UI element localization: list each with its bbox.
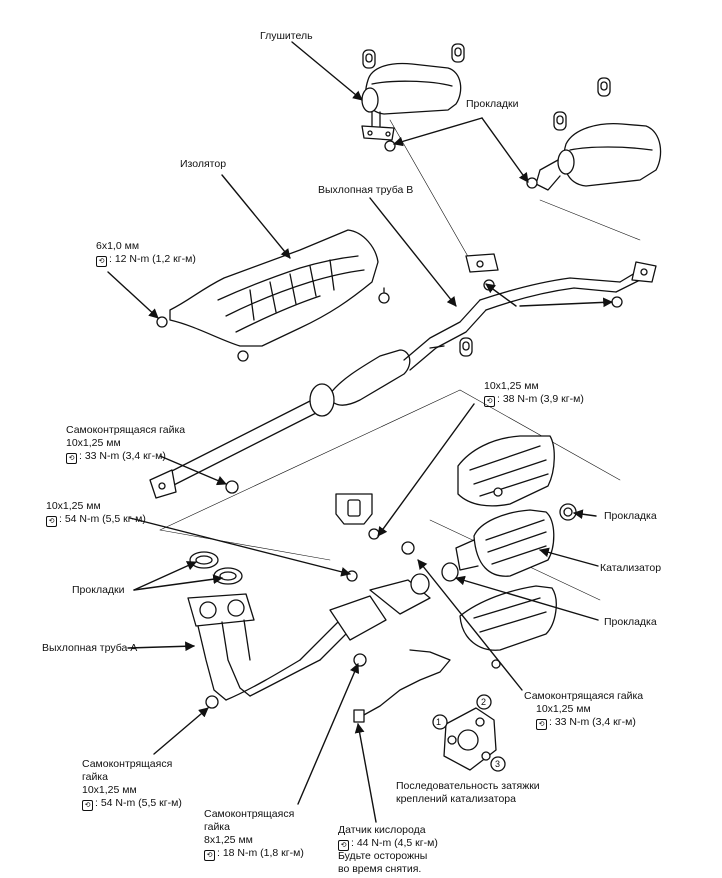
muffler-top <box>361 62 462 141</box>
torque-wrench-icon: ⟲ <box>536 719 547 730</box>
pipe-b-nut-torque-line: ⟲: 33 N-m (3,4 кг-м) <box>66 450 166 464</box>
manifold-bolt-torque-line: ⟲: 54 N-m (5,5 кг-м) <box>46 513 146 527</box>
seq-title-1: Последовательность затяжки <box>396 780 540 792</box>
torque-wrench-icon: ⟲ <box>338 840 349 851</box>
label-exhaust-pipe-b: Выхлопная труба В <box>318 184 414 196</box>
o2-note-2: во время снятия. <box>338 863 422 875</box>
muffler-hangers <box>362 43 611 357</box>
nut-b-title-2: гайка <box>204 821 230 833</box>
heat-shield-upper <box>457 435 555 507</box>
seq-number-2: 2 <box>481 697 487 707</box>
heatshield-bolt-size: 10x1,25 мм <box>484 380 539 392</box>
o2-note-1: Будьте осторожны <box>338 850 428 862</box>
nut-a-title-1: Самоконтрящаяся <box>82 758 173 770</box>
label-exhaust-pipe-a: Выхлопная труба А <box>42 642 138 654</box>
insulator-bolt-torque-line: ⟲: 12 N-m (1,2 кг-м) <box>96 253 196 267</box>
nut-b-title-1: Самоконтрящаяся <box>204 808 295 820</box>
heat-shield-lower <box>459 585 557 669</box>
pipe-b-nut-title: Самоконтрящаяся гайка <box>66 424 186 436</box>
seq-number-3: 3 <box>495 759 501 769</box>
nut-a-size: 10x1,25 мм <box>82 784 137 796</box>
catalytic-converter <box>401 503 577 582</box>
nut-a-title-2: гайка <box>82 771 108 783</box>
manifold-bolt-size: 10x1,25 мм <box>46 500 101 512</box>
label-gasket-right-2: Прокладка <box>604 616 657 628</box>
label-insulator: Изолятор <box>180 158 227 170</box>
nut-b-torque-line: ⟲: 18 N-m (1,8 кг-м) <box>204 847 304 861</box>
label-gasket-right: Прокладка <box>604 510 657 522</box>
tightening-sequence <box>432 694 506 772</box>
muffler-right <box>384 122 662 191</box>
oxygen-sensor <box>353 649 451 723</box>
leader-arrows <box>107 41 613 823</box>
torque-wrench-icon: ⟲ <box>484 396 495 407</box>
exhaust-pipe-b <box>149 253 657 499</box>
insulator-bolt-size: 6x1,0 мм <box>96 240 140 252</box>
pipe-bracket <box>335 493 380 540</box>
insulator-shield <box>156 229 390 362</box>
o2-torque-line: ⟲: 44 N-m (4,5 кг-м) <box>338 837 438 851</box>
nut-a-torque-line: ⟲: 54 N-m (5,5 кг-м) <box>82 797 182 811</box>
exhaust-pipe-a <box>187 570 431 709</box>
cat-nut-title: Самоконтрящаяся гайка <box>524 690 644 702</box>
o2-title: Датчик кислорода <box>338 824 426 836</box>
seq-title-2: креплений катализатора <box>396 793 516 805</box>
seq-number-1: 1 <box>436 717 442 727</box>
nut-b-size: 8x1,25 мм <box>204 834 253 846</box>
label-muffler: Глушитель <box>260 30 313 42</box>
torque-wrench-icon: ⟲ <box>66 453 77 464</box>
torque-wrench-icon: ⟲ <box>46 516 57 527</box>
pipe-b-nut-size: 10x1,25 мм <box>66 437 121 449</box>
cat-nut-size: 10x1,25 мм <box>536 703 591 715</box>
torque-wrench-icon: ⟲ <box>82 800 93 811</box>
torque-wrench-icon: ⟲ <box>96 256 107 267</box>
cat-nut-torque-line: ⟲: 33 N-m (3,4 кг-м) <box>536 716 636 730</box>
label-gaskets-top: Прокладки <box>466 98 519 110</box>
torque-wrench-icon: ⟲ <box>204 850 215 861</box>
label-catalyst: Катализатор <box>600 562 662 574</box>
heatshield-bolt-torque-line: ⟲: 38 N-m (3,9 кг-м) <box>484 393 584 407</box>
label-gaskets-left: Прокладки <box>72 584 125 596</box>
